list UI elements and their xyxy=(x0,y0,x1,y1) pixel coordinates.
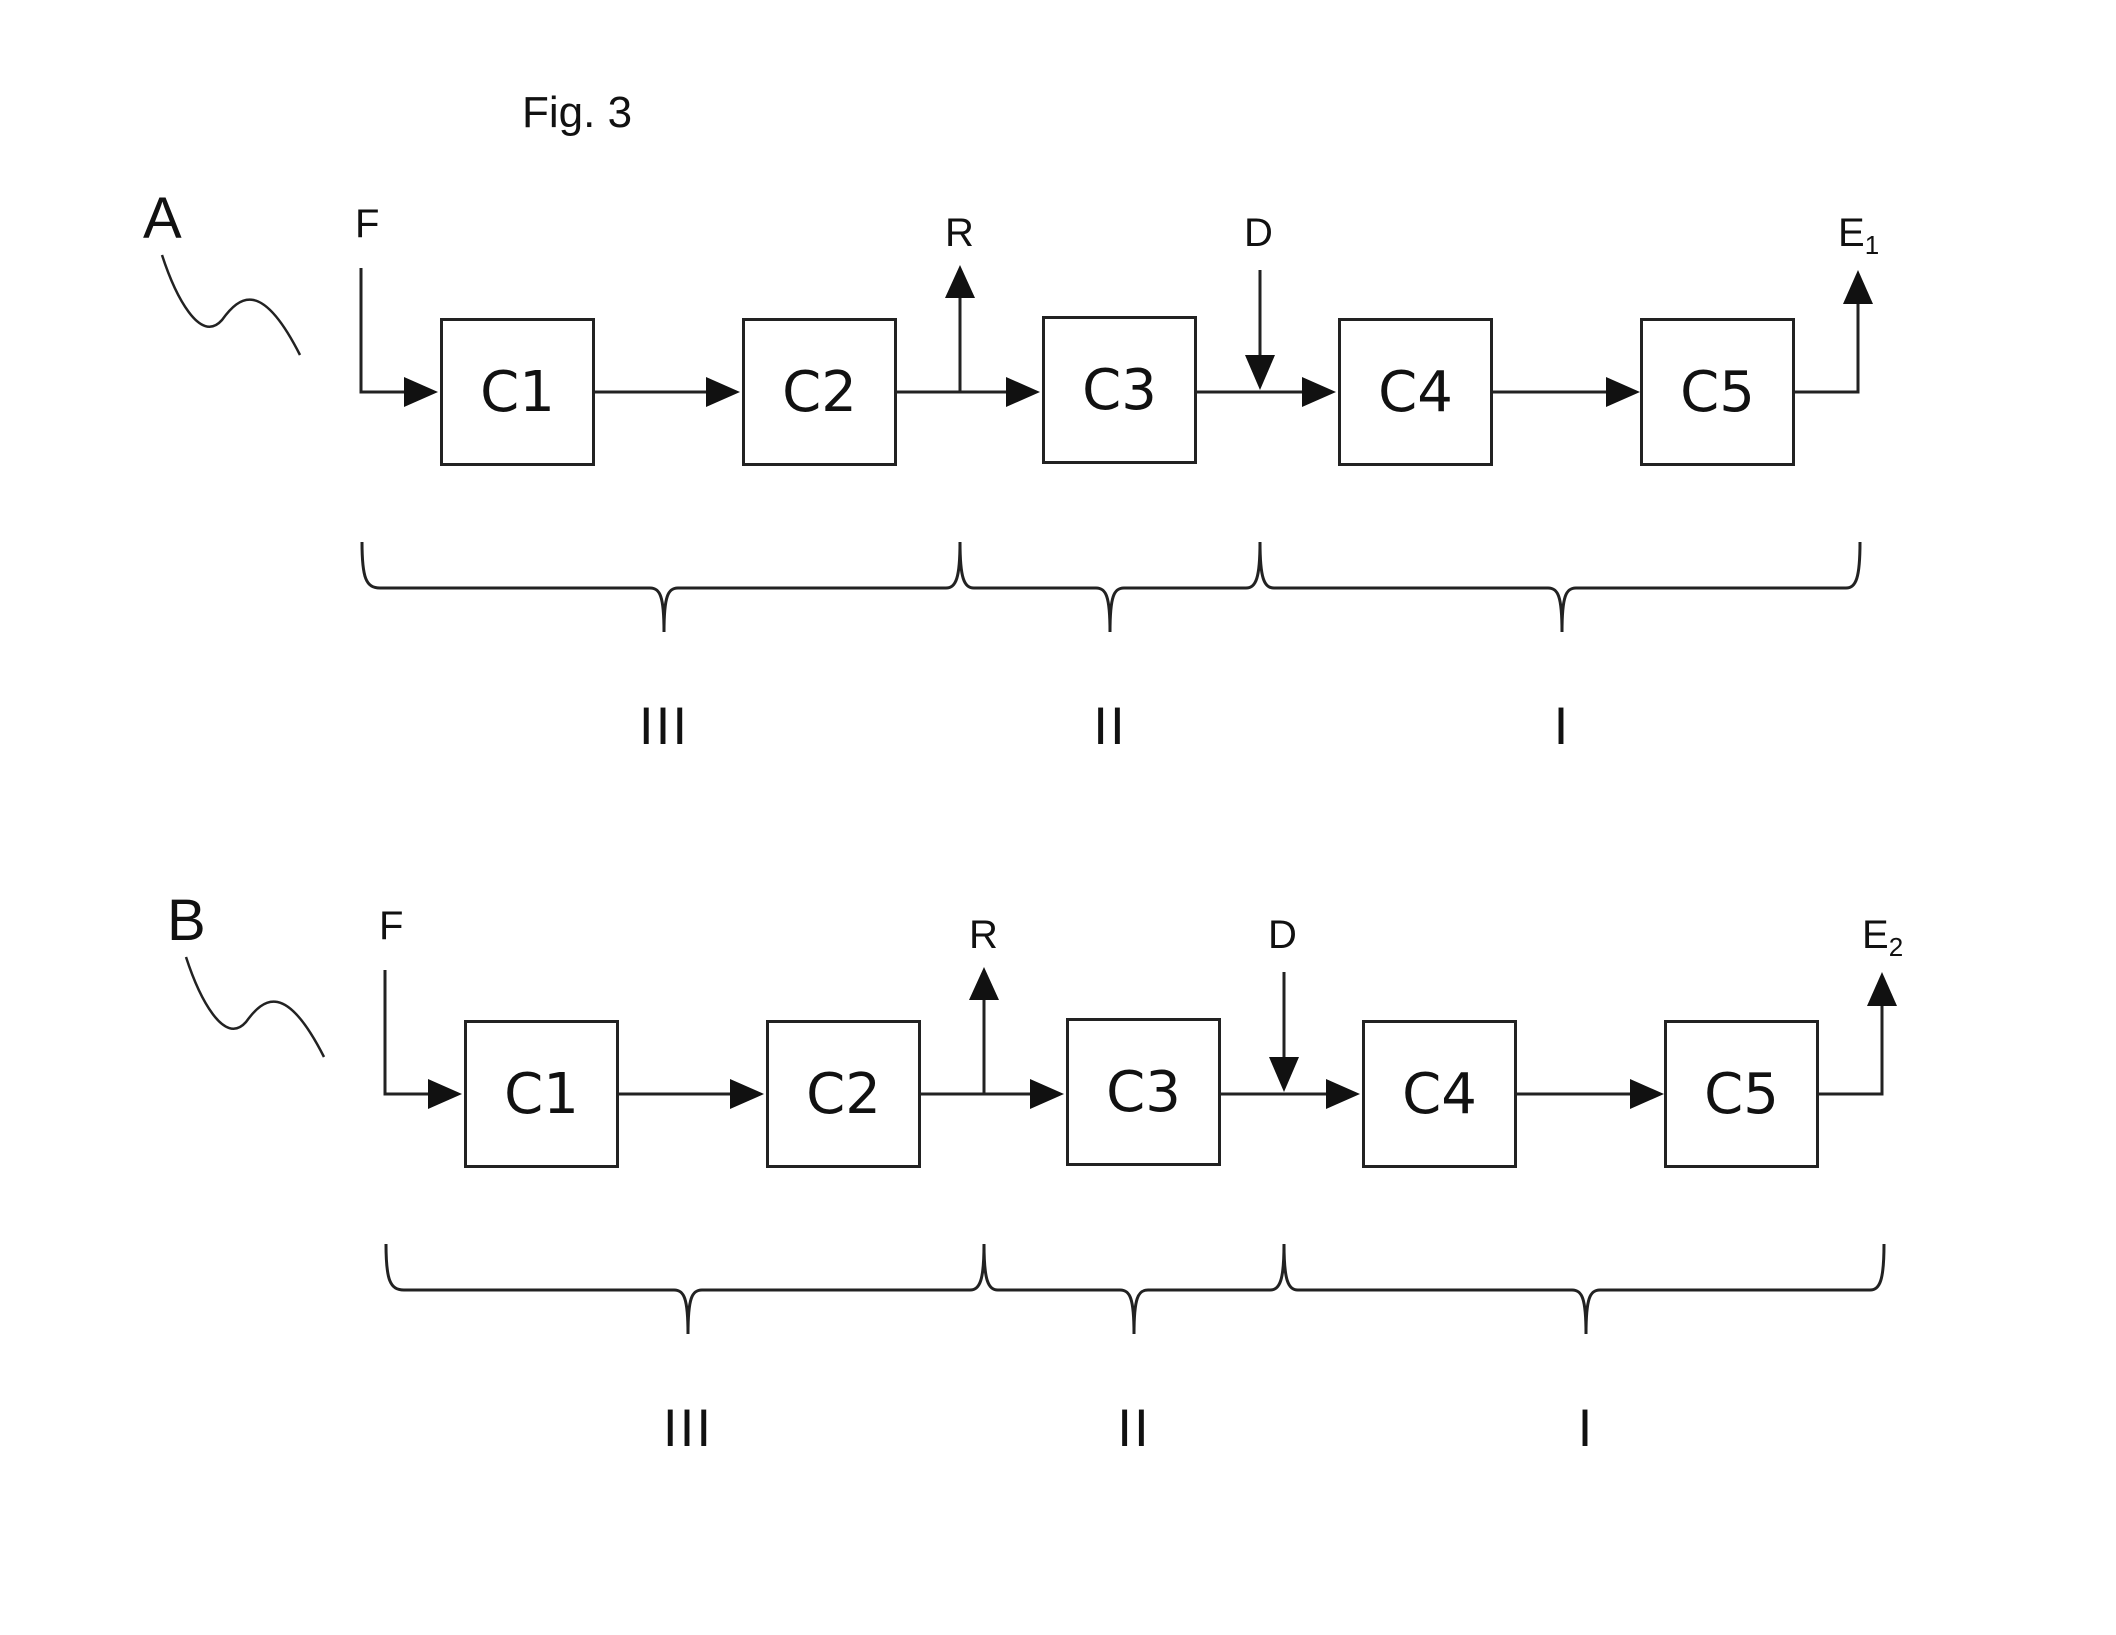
panel-a-pointer-squiggle xyxy=(160,254,302,356)
panel-b-arrowhead-c5 xyxy=(1630,1079,1664,1109)
panel-b-arrowhead-c3 xyxy=(1030,1079,1064,1109)
panel-b-draw-arrowhead xyxy=(969,967,999,1000)
panel-b-arrowhead-c2 xyxy=(730,1079,764,1109)
panel-a-addition-arrowhead xyxy=(1245,355,1275,390)
panel-b-zone-iii-label: III xyxy=(662,1400,714,1458)
panel-b: B F R D E2 C1 C2 C3 C4 C5 III II I xyxy=(0,700,2116,1455)
panel-a-zone-i-label: I xyxy=(1553,698,1571,756)
panel-b-feed-arrowhead xyxy=(428,1079,462,1109)
panel-a-feed-label: F xyxy=(355,202,380,246)
panel-b-brace-zone-i xyxy=(1282,1243,1886,1335)
panel-b-zone-ii-label: II xyxy=(1117,1400,1151,1458)
panel-a-brace-zone-ii xyxy=(958,541,1262,633)
panel-a-outlet-subscript: 1 xyxy=(1864,230,1880,260)
panel-b-brace-zone-ii xyxy=(982,1243,1286,1335)
panel-b-arrowhead-c4 xyxy=(1326,1079,1360,1109)
panel-b-column-c5: C5 xyxy=(1664,1020,1819,1168)
panel-b-outlet-letter: E xyxy=(1862,913,1889,957)
panel-a-feed-line xyxy=(359,268,410,394)
panel-b-addition-label: D xyxy=(1268,913,1297,957)
panel-a-column-label: C2 xyxy=(782,359,857,425)
panel-a-column-c1: C1 xyxy=(440,318,595,466)
panel-a-column-label: C5 xyxy=(1680,359,1755,425)
panel-a-brace-zone-i xyxy=(1258,541,1862,633)
panel-b-feed-line xyxy=(383,970,434,1096)
panel-b-outlet-subscript: 2 xyxy=(1888,932,1904,962)
panel-a-outlet-letter: E xyxy=(1838,211,1865,255)
panel-b-feed-label: F xyxy=(379,904,404,948)
panel-a-column-label: C4 xyxy=(1378,359,1453,425)
panel-a-feed-arrowhead xyxy=(404,377,438,407)
panel-a-column-label: C1 xyxy=(480,359,555,425)
panel-a-column-c2: C2 xyxy=(742,318,897,466)
panel-b-outlet-line xyxy=(1816,1002,1884,1096)
panel-a-brace-zone-iii xyxy=(360,541,962,633)
panel-a-draw-arrowhead xyxy=(945,265,975,298)
panel-b-letter: B xyxy=(167,888,206,953)
panel-a-arrowhead-c5 xyxy=(1606,377,1640,407)
panel-a-column-c5: C5 xyxy=(1640,318,1795,466)
panel-b-column-c2: C2 xyxy=(766,1020,921,1168)
figure-title: Fig. 3 xyxy=(522,88,633,137)
panel-b-column-label: C4 xyxy=(1402,1061,1477,1127)
panel-a-arrowhead-c2 xyxy=(706,377,740,407)
panel-a-zone-iii-label: III xyxy=(638,698,690,756)
panel-a-draw-label: R xyxy=(945,211,974,255)
panel-a-outlet-arrowhead xyxy=(1843,270,1873,304)
panel-a-lines xyxy=(160,254,1873,633)
panel-a-column-c4: C4 xyxy=(1338,318,1493,466)
panel-b-column-label: C3 xyxy=(1106,1059,1181,1125)
panel-b-column-c4: C4 xyxy=(1362,1020,1517,1168)
panel-b-lines xyxy=(184,956,1897,1335)
panel-a-arrowhead-c3 xyxy=(1006,377,1040,407)
panel-a-column-c3: C3 xyxy=(1042,316,1197,464)
panel-a-arrowhead-c4 xyxy=(1302,377,1336,407)
panel-b-outlet-arrowhead xyxy=(1867,972,1897,1006)
panel-b-brace-zone-iii xyxy=(384,1243,986,1335)
panel-a-outlet-line xyxy=(1792,300,1860,394)
panel-b-draw-label: R xyxy=(969,913,998,957)
panel-a-letter: A xyxy=(143,186,182,251)
panel-b-pointer-squiggle xyxy=(184,956,326,1058)
panel-b-zone-i-label: I xyxy=(1577,1400,1595,1458)
panel-b-column-c3: C3 xyxy=(1066,1018,1221,1166)
panel-b-column-label: C5 xyxy=(1704,1061,1779,1127)
panel-a-zone-ii-label: II xyxy=(1093,698,1127,756)
panel-a: A F R D E1 C1 C2 C3 C4 C5 III II I xyxy=(0,0,2116,753)
panel-b-addition-arrowhead xyxy=(1269,1057,1299,1092)
panel-a-outlet-label: E1 xyxy=(1838,211,1879,258)
panel-b-outlet-label: E2 xyxy=(1862,913,1903,960)
panel-a-addition-label: D xyxy=(1244,211,1273,255)
panel-b-column-label: C1 xyxy=(504,1061,579,1127)
panel-a-column-label: C3 xyxy=(1082,357,1157,423)
panel-b-column-c1: C1 xyxy=(464,1020,619,1168)
panel-b-column-label: C2 xyxy=(806,1061,881,1127)
